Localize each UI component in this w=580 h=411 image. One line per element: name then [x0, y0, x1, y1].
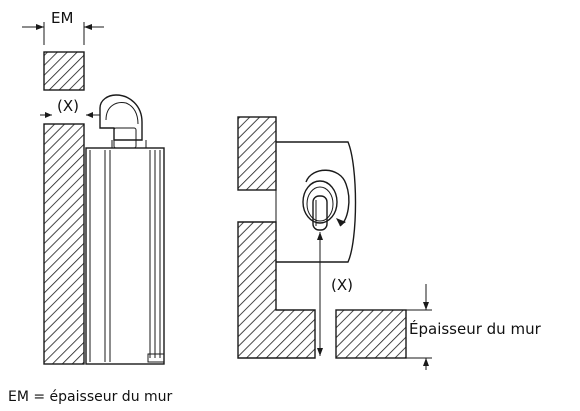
- caption: EM = épaisseur du mur: [8, 389, 173, 405]
- x-label-right: (X): [331, 276, 353, 294]
- em-label: EM: [51, 9, 73, 27]
- thick-arrowhead-top: [423, 302, 429, 310]
- device-housing: [85, 147, 165, 365]
- rotary-knob: [302, 169, 350, 231]
- cap-mount: [113, 127, 137, 149]
- cap-neck: [111, 140, 147, 148]
- left-figure: EM (X): [22, 9, 165, 365]
- wall-thickness-label: Épaisseur du mur: [409, 319, 542, 338]
- x-dim-arrowhead-bottom: [317, 348, 323, 356]
- em-arrowhead-left: [36, 24, 44, 30]
- wall-lower-right: [237, 221, 316, 359]
- device-bottom-foot: [147, 353, 165, 363]
- x-label-left: (X): [57, 97, 79, 115]
- wall-main: [43, 123, 85, 365]
- device-top-cap: [99, 94, 143, 141]
- x-arrowhead-right: [86, 112, 93, 118]
- x-dim-arrowhead-top: [317, 232, 323, 240]
- em-arrowhead-right: [84, 24, 92, 30]
- knob-inner: [306, 186, 334, 222]
- thick-arrowhead-bottom: [423, 358, 429, 366]
- wall-upper-right: [237, 116, 277, 191]
- wall-slab-right: [335, 309, 407, 359]
- rotation-arrowhead: [336, 218, 346, 226]
- rotation-arc: [305, 169, 350, 227]
- x-arrowhead-left: [45, 112, 52, 118]
- right-figure: (X) Épaisseur du mur: [237, 116, 542, 370]
- device-side-view: [85, 94, 165, 365]
- knob-outer: [302, 180, 338, 224]
- wall-top-section: [43, 51, 85, 91]
- cap-inner-curve: [105, 102, 139, 125]
- device-front-housing: [276, 141, 357, 263]
- knob-grip: [312, 195, 328, 231]
